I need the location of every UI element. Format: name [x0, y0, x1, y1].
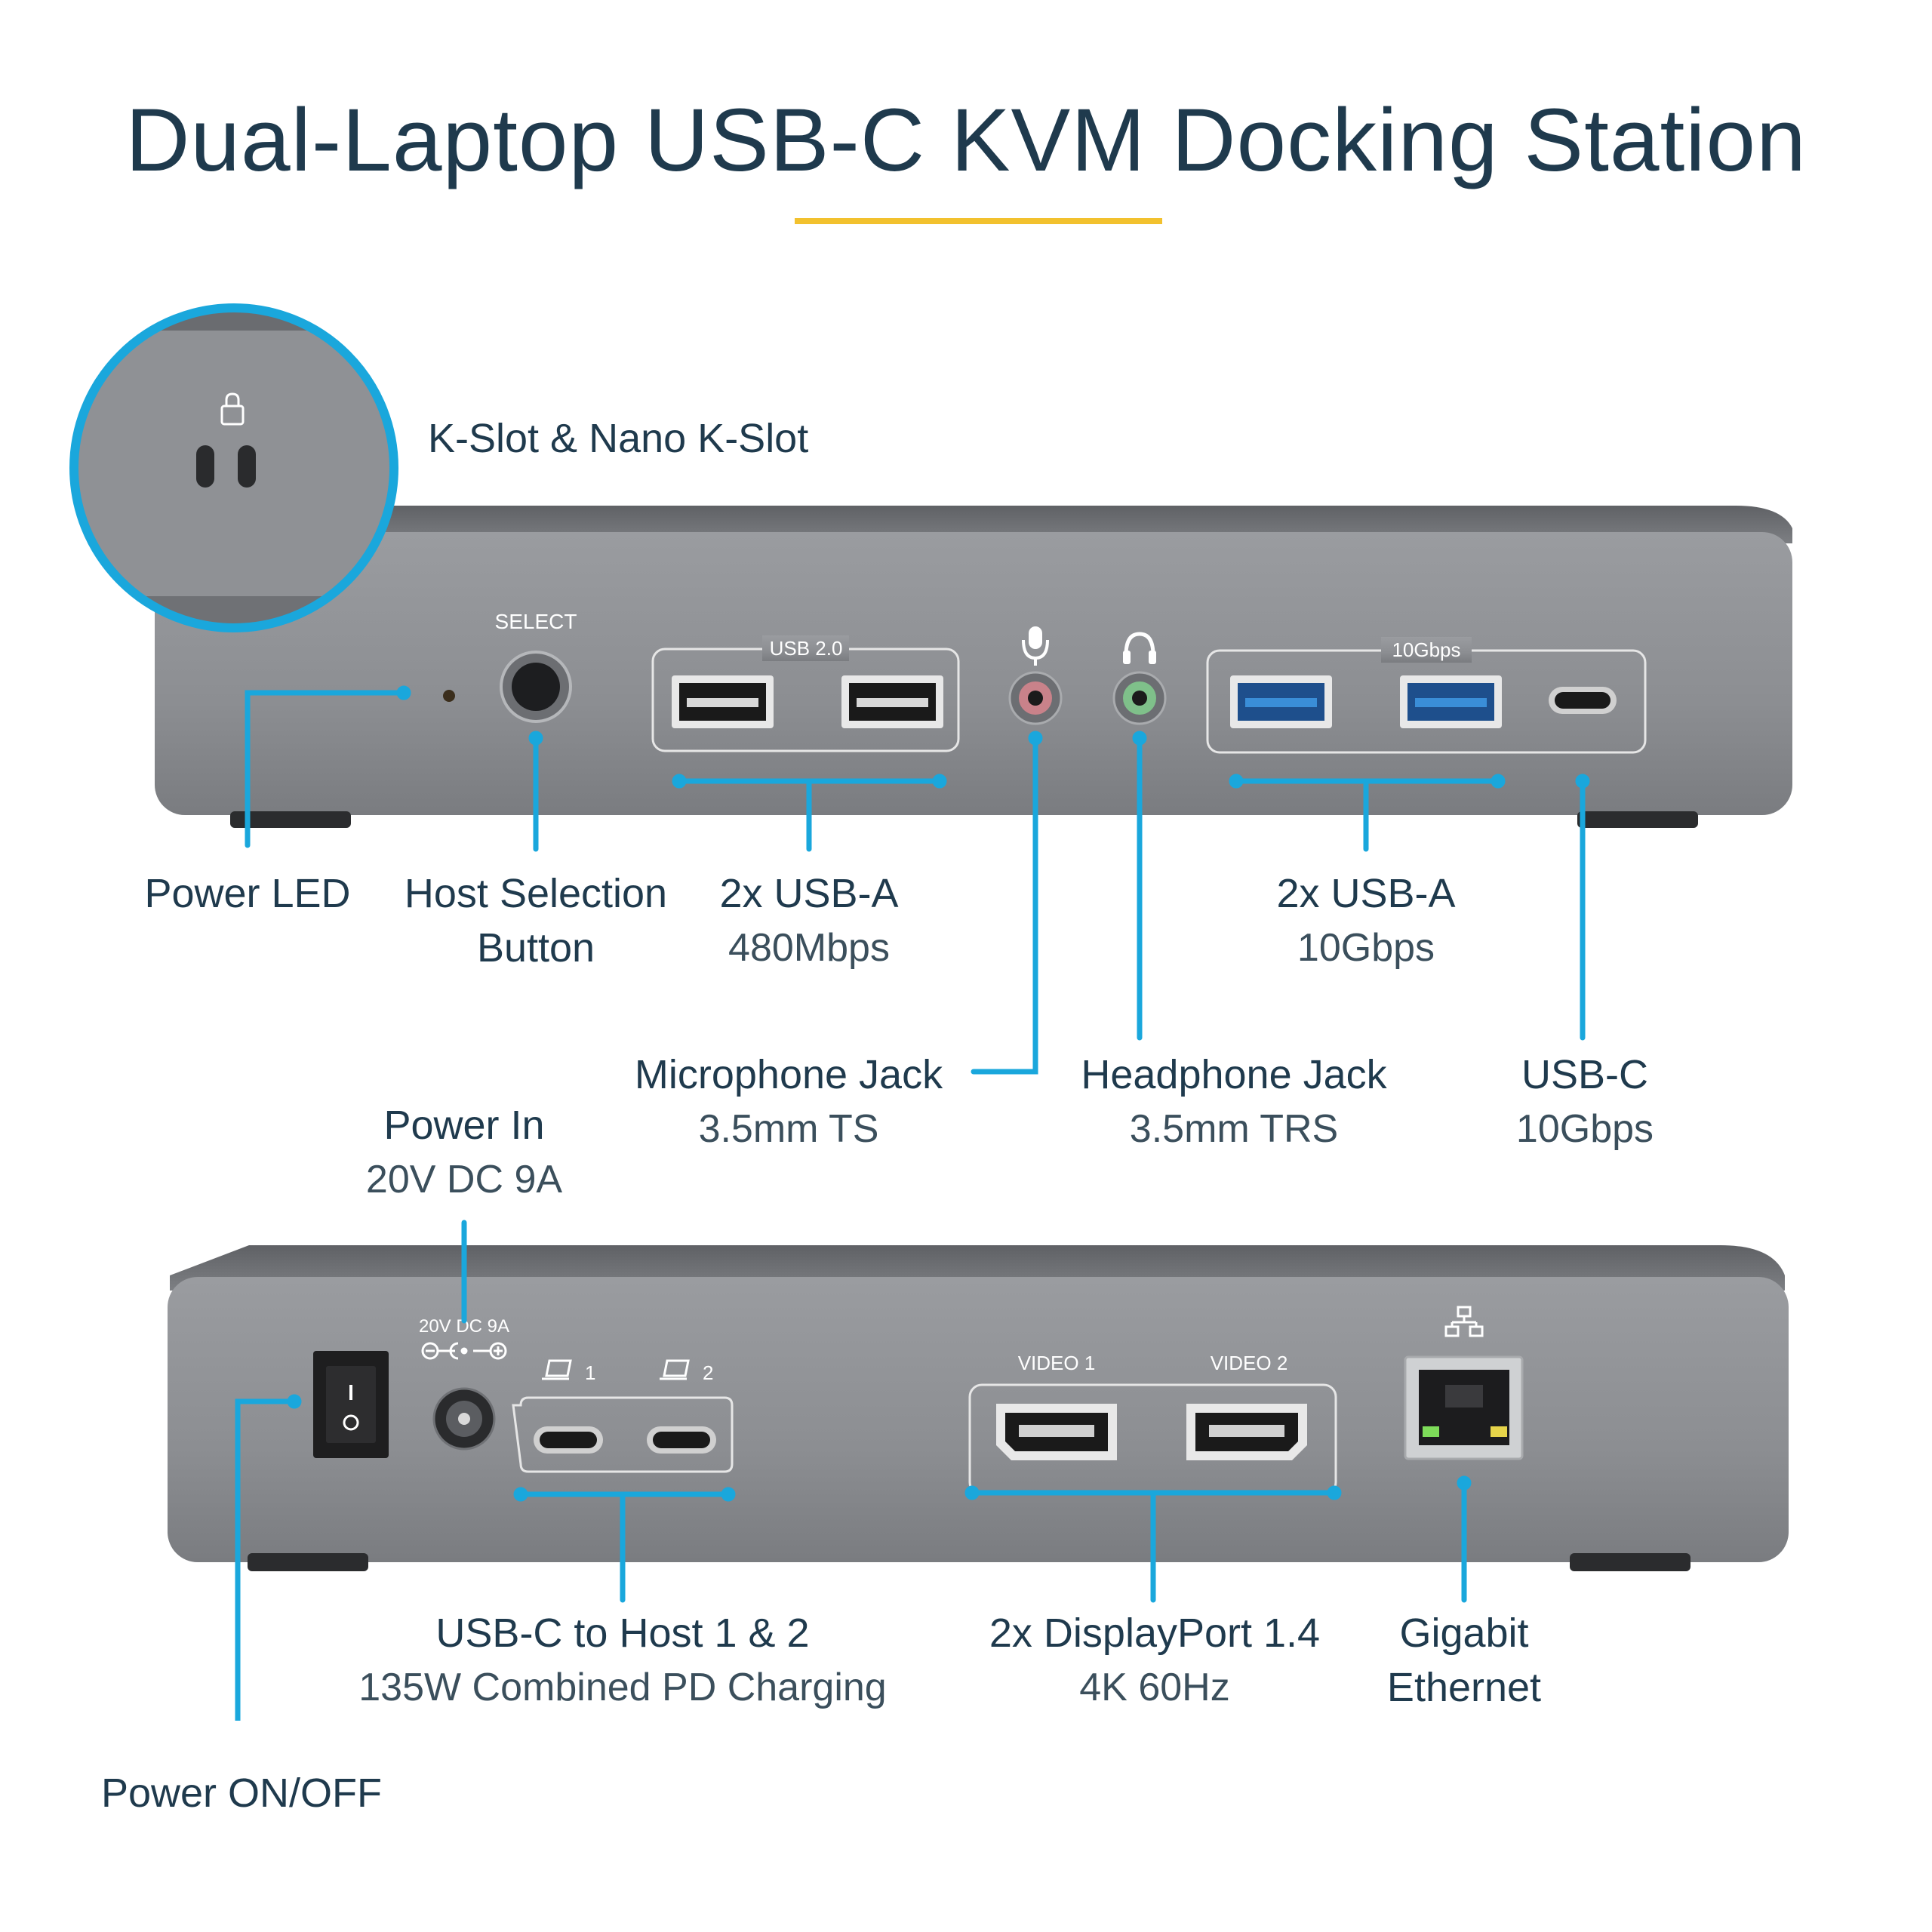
host-select-title2: Button: [476, 925, 595, 971]
ethernet-title2: Ethernet: [1386, 1665, 1542, 1710]
front-foot-right: [1577, 811, 1698, 828]
host-select-callout: Host Selection Button: [385, 866, 687, 975]
usb-a-10g-detail: 10Gbps: [1297, 926, 1435, 970]
headphone-title: Headphone Jack: [1081, 1052, 1387, 1097]
front-foot-left: [230, 811, 351, 828]
power-in-callout: Power In 20V DC 9A: [340, 1098, 589, 1207]
displayport-callout: 2x DisplayPort 1.4 4K 60Hz: [981, 1606, 1328, 1715]
lock-icon: [220, 392, 245, 426]
kslot-zoom-inset: [69, 303, 398, 632]
rear-body: [168, 1277, 1789, 1562]
usb-c-detail: 10Gbps: [1515, 1107, 1654, 1151]
select-button-cap: [512, 663, 560, 711]
kslot-callout: K-Slot & Nano K-Slot: [428, 411, 808, 466]
video2-port-label: VIDEO 2: [1211, 1352, 1288, 1374]
power-led: [443, 690, 455, 702]
front-callout-lines: [245, 685, 1506, 852]
power-switch-callout: Power ON/OFF: [83, 1766, 400, 1820]
displayport-detail: 4K 60Hz: [1079, 1666, 1230, 1709]
power-switch-title: Power ON/OFF: [100, 1770, 383, 1816]
page-title: Dual-Laptop USB-C KVM Docking Station: [125, 91, 1807, 190]
usb2-label-bg: [762, 635, 849, 661]
usb-a-480-detail: 480Mbps: [728, 926, 890, 970]
usb-a-480-callout: 2x USB-A 480Mbps: [688, 866, 930, 975]
title-divider: [795, 218, 1162, 224]
usb-10g-label-bg: [1381, 637, 1472, 663]
laptop-icon: [660, 1359, 690, 1380]
rear-foot-right: [1570, 1553, 1690, 1571]
power-led-title: Power LED: [144, 871, 351, 916]
power-led-leader: [245, 690, 407, 848]
power-in-detail: 20V DC 9A: [365, 1158, 563, 1201]
headphone-callout: Headphone Jack 3.5mm TRS: [1064, 1048, 1404, 1156]
usb-10g-group-label: 10Gbps: [1392, 638, 1460, 661]
mic-callout: Microphone Jack 3.5mm TS: [619, 1048, 958, 1156]
front-body: [155, 532, 1792, 815]
headphone-icon: [1123, 632, 1156, 664]
mic-leader: [971, 735, 1038, 1075]
host-ports-callout: USB-C to Host 1 & 2 135W Combined PD Cha…: [347, 1606, 898, 1715]
ethernet-callout: Gigabit Ethernet: [1351, 1606, 1577, 1715]
front-long-leaders: [971, 731, 1590, 1075]
ethernet-title: Gigabit: [1399, 1611, 1529, 1656]
displayport-title: 2x DisplayPort 1.4: [989, 1611, 1321, 1656]
microphone-icon: [1022, 626, 1049, 666]
mic-detail: 3.5mm TS: [698, 1107, 879, 1151]
usb-c-callout: USB-C 10Gbps: [1464, 1048, 1706, 1156]
power-in-title: Power In: [383, 1103, 545, 1148]
headphone-detail: 3.5mm TRS: [1129, 1107, 1339, 1151]
rear-foot-left: [248, 1553, 368, 1571]
kslot-hole: [196, 445, 214, 488]
polarity-icon: [421, 1342, 507, 1360]
host-group-frame: [512, 1396, 734, 1473]
host-ports-detail: 135W Combined PD Charging: [358, 1666, 887, 1709]
video1-port-label: VIDEO 1: [1018, 1352, 1096, 1374]
rear-panel-device: 20V DC 9A 1 2 VIDEO 1 VIDEO 2: [168, 1220, 1789, 1721]
usb-a-480-title: 2x USB-A: [719, 871, 899, 916]
network-icon: [1444, 1306, 1484, 1337]
laptop-icon: [542, 1359, 572, 1380]
rear-callout-lines: [235, 1220, 1472, 1721]
usb-a-10g-callout: 2x USB-A 10Gbps: [1245, 866, 1487, 975]
host2-port-label: 2: [703, 1361, 713, 1384]
usb2-group-label: USB 2.0: [770, 637, 843, 660]
power-switch-leader: [235, 1398, 297, 1721]
nano-kslot-hole: [238, 445, 256, 488]
select-port-label: SELECT: [495, 610, 577, 633]
power-led-callout: Power LED: [127, 866, 368, 921]
host-ports-title: USB-C to Host 1 & 2: [435, 1611, 810, 1656]
host1-port-label: 1: [585, 1361, 595, 1384]
usb-c-title: USB-C: [1521, 1052, 1648, 1097]
kslot-title: K-Slot & Nano K-Slot: [428, 416, 809, 461]
usb-a-10g-title: 2x USB-A: [1276, 871, 1456, 916]
front-panel-device: SELECT USB 2.0 10Gbps: [155, 506, 1792, 852]
mic-title: Microphone Jack: [634, 1052, 943, 1097]
host-select-title: Host Selection: [404, 871, 668, 916]
